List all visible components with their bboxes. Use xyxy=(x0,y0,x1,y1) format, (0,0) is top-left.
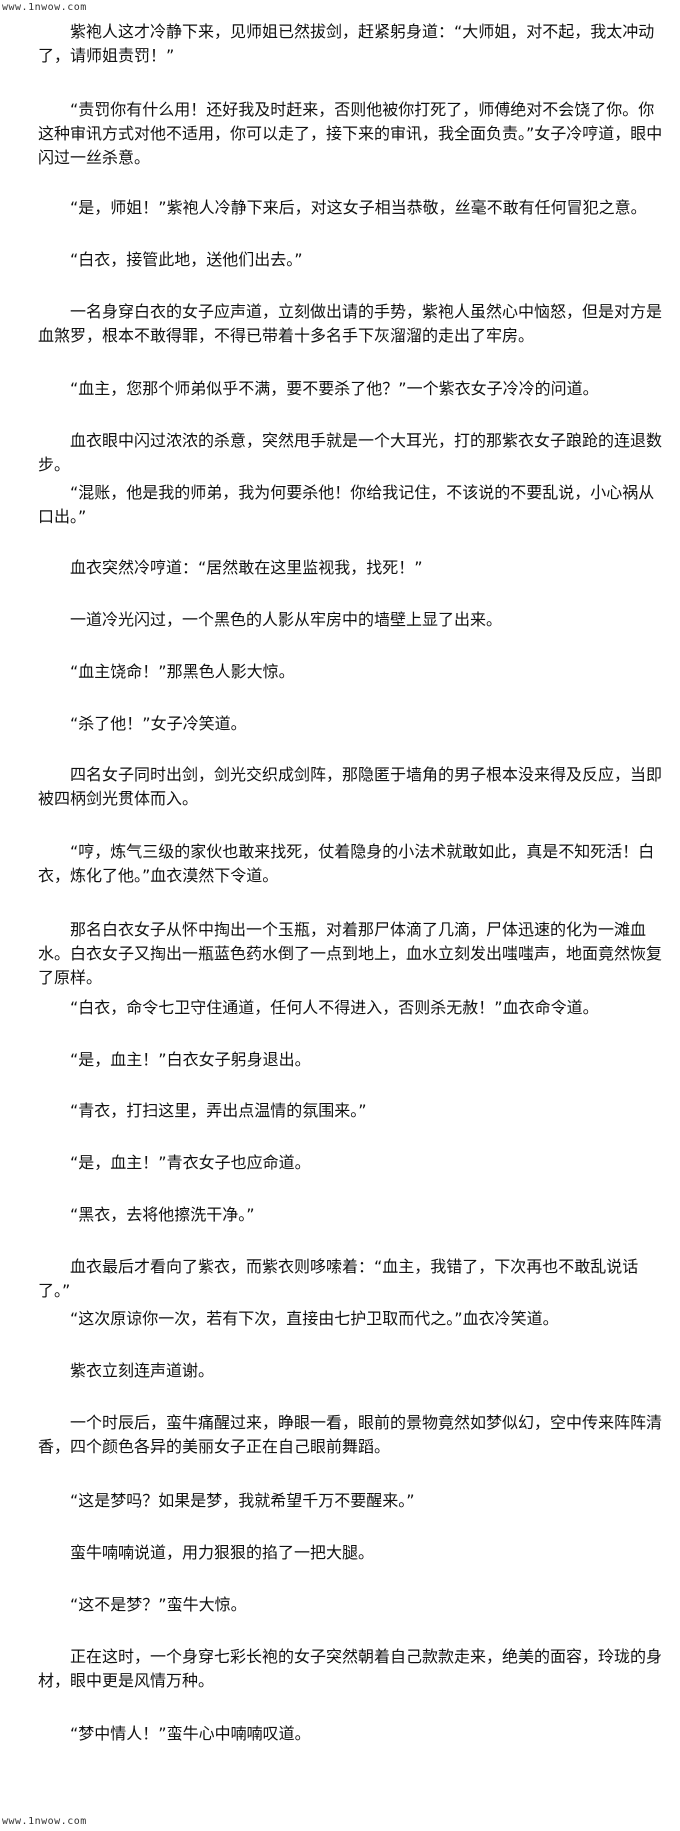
paragraph: “是，血主！”白衣女子躬身退出。 xyxy=(70,1050,311,1069)
paragraph: “是，师姐！”紫袍人冷静下来后，对这女子相当恭敬，丝毫不敢有任何冒犯之意。 xyxy=(70,198,647,217)
paragraph: 血衣眼中闪过浓浓的杀意，突然甩手就是一个大耳光，打的那紫衣女子踉跄的连退数步。 xyxy=(38,431,663,474)
paragraph: “这次原谅你一次，若有下次，直接由七护卫取而代之。”血衣冷笑道。 xyxy=(70,1309,559,1328)
paragraph: “是，血主！”青衣女子也应命道。 xyxy=(70,1153,311,1172)
paragraph: “血主，您那个师弟似乎不满，要不要杀了他？”一个紫衣女子冷冷的问道。 xyxy=(70,379,599,398)
paragraph: 四名女子同时出剑，剑光交织成剑阵，那隐匿于墙角的男子根本没来得及反应，当即被四柄… xyxy=(38,765,663,808)
paragraph: 紫衣立刻连声道谢。 xyxy=(70,1361,215,1380)
paragraph: “这是梦吗？如果是梦，我就希望千万不要醒来。” xyxy=(70,1491,415,1510)
paragraph: 一名身穿白衣的女子应声道，立刻做出请的手势，紫袍人虽然心中恼怒，但是对方是血煞罗… xyxy=(38,302,663,345)
paragraph: “杀了他！”女子冷笑道。 xyxy=(70,714,247,733)
paragraph: 那名白衣女子从怀中掏出一个玉瓶，对着那尸体滴了几滴，尸体迅速的化为一滩血水。白衣… xyxy=(38,920,663,987)
paragraph: 蛮牛喃喃说道，用力狠狠的掐了一把大腿。 xyxy=(70,1543,375,1562)
paragraph: “白衣，命令七卫守住通道，任何人不得进入，否则杀无赦！”血衣命令道。 xyxy=(70,998,599,1017)
paragraph: “血主饶命！”那黑色人影大惊。 xyxy=(70,662,295,681)
paragraph: “青衣，打扫这里，弄出点温情的氛围来。” xyxy=(70,1101,367,1120)
paragraph: “这不是梦？”蛮牛大惊。 xyxy=(70,1595,247,1614)
paragraph: 一道冷光闪过，一个黑色的人影从牢房中的墙壁上显了出来。 xyxy=(70,610,503,629)
paragraph: 血衣突然冷哼道：“居然敢在这里监视我，找死！” xyxy=(70,558,423,577)
paragraph: 紫袍人这才冷静下来，见师姐已然拔剑，赶紧躬身道：“大师姐，对不起，我太冲动了，请… xyxy=(38,22,655,65)
paragraph: “梦中情人！”蛮牛心中喃喃叹道。 xyxy=(70,1724,311,1743)
paragraph: 正在这时，一个身穿七彩长袍的女子突然朝着自己款款走来，绝美的面容，玲珑的身材，眼… xyxy=(38,1647,663,1690)
paragraph: 血衣最后才看向了紫衣，而紫衣则哆嗦着：“血主，我错了，下次再也不敢乱说话了。” xyxy=(38,1257,639,1300)
site-watermark-top: www.1nwow.com xyxy=(2,2,87,13)
paragraph: “哼，炼气三级的家伙也敢来找死，仗着隐身的小法术就敢如此，真是不知死活！白衣，炼… xyxy=(38,842,655,885)
paragraph: “混账，他是我的师弟，我为何要杀他！你给我记住，不该说的不要乱说，小心祸从口出。… xyxy=(38,483,655,526)
paragraph: “黑衣，去将他擦洗干净。” xyxy=(70,1205,255,1224)
paragraph: “责罚你有什么用！还好我及时赶来，否则他被你打死了，师傅绝对不会饶了你。你这种审… xyxy=(38,100,663,167)
paragraph: 一个时辰后，蛮牛痛醒过来，睁眼一看，眼前的景物竟然如梦似幻，空中传来阵阵清香，四… xyxy=(38,1413,663,1456)
site-watermark-bottom: www.1nwow.com xyxy=(2,1816,87,1827)
paragraph: “白衣，接管此地，送他们出去。” xyxy=(70,250,303,269)
